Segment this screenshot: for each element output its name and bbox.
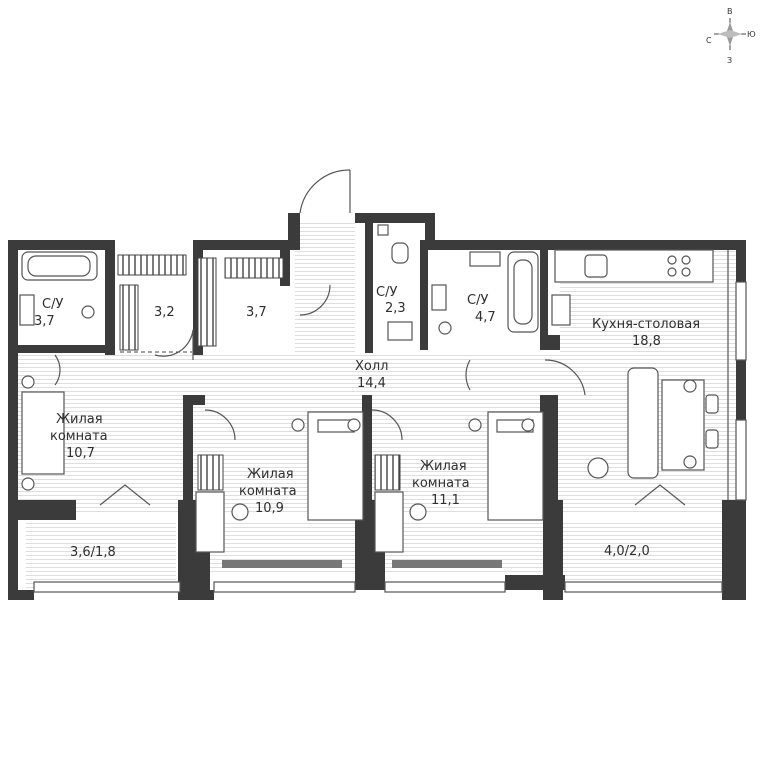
living-3-area: 11,1 [431, 493, 460, 508]
living-2-name-line2: комната [239, 484, 297, 499]
windows [33, 250, 747, 593]
living-2-name-line1: Жилая [247, 467, 294, 482]
compass-west: З [727, 56, 732, 65]
bath-center-name: С/У [376, 285, 397, 300]
living-2-area: 10,9 [255, 501, 284, 516]
balcony-right-area: 4,0/2,0 [604, 544, 650, 559]
kitchen-name: Кухня-столовая [592, 317, 700, 332]
living-3-name-line2: комната [412, 476, 470, 491]
living-3-name-line1: Жилая [420, 459, 467, 474]
doors [54, 169, 686, 506]
room-labels: С/У 3,7 3,2 3,7 С/У 2,3 С/У 4,7 Кухня-ст… [34, 285, 700, 560]
storage-a-area: 3,2 [154, 305, 175, 320]
balcony-left-area: 3,6/1,8 [70, 545, 116, 560]
compass-south: Ю [747, 30, 756, 39]
bath-left-area: 3,7 [34, 314, 55, 329]
bath-center-area: 2,3 [385, 301, 406, 316]
fixtures [19, 224, 719, 568]
compass: С В Ю З [706, 7, 756, 65]
bath-right-area: 4,7 [475, 310, 496, 325]
hall-area: 14,4 [357, 376, 386, 391]
storage-b-area: 3,7 [246, 305, 267, 320]
bath-right-name: С/У [467, 293, 488, 308]
hall-name: Холл [355, 359, 388, 374]
compass-north: С [706, 36, 712, 45]
living-1-name-line2: комната [50, 429, 108, 444]
compass-east: В [727, 7, 733, 16]
kitchen-area: 18,8 [632, 334, 661, 349]
bath-left-name: С/У [42, 297, 63, 312]
wardrobes [117, 254, 401, 491]
living-1-area: 10,7 [66, 446, 95, 461]
living-1-name-line1: Жилая [56, 412, 103, 427]
